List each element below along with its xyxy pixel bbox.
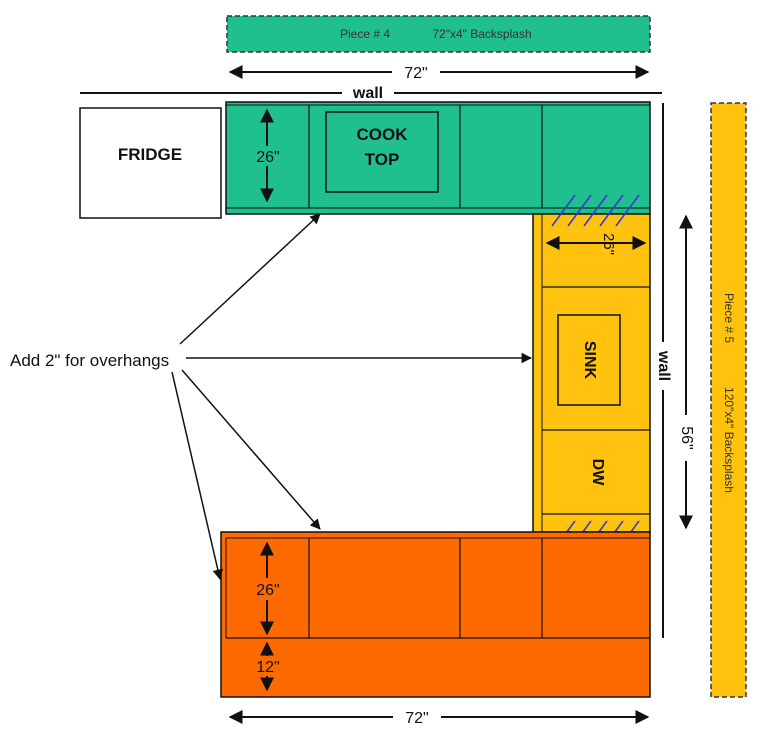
dimension-bottom-width: 72" <box>228 705 650 727</box>
overhang-callout: Add 2" for overhangs <box>10 213 533 581</box>
piece5-backsplash: Piece # 5 120"x4" Backsplash <box>710 102 747 698</box>
seam-hatch-top <box>551 194 640 227</box>
piece5-name: Piece # 5 <box>722 293 736 343</box>
dim-top-width-label: 72" <box>404 65 427 82</box>
dim-bottom-width-label: 72" <box>405 710 428 727</box>
fridge-label: FRIDGE <box>118 145 182 164</box>
wall-top-label: wall <box>352 85 383 102</box>
callout-label: Add 2" for overhangs <box>10 351 169 370</box>
bottom-counter: 26" 12" <box>220 531 651 698</box>
dim-overhang-label: 12" <box>256 659 279 676</box>
cooktop-label-line1: COOK <box>357 125 409 144</box>
dim-middle-depth-label: 26" <box>600 233 617 255</box>
dim-top-depth-label: 26" <box>256 149 279 166</box>
piece4-name: Piece # 4 <box>340 27 390 41</box>
dim-right-length-label: 56" <box>678 426 695 449</box>
dishwasher-label: DW <box>589 459 606 487</box>
sink <box>557 314 621 406</box>
dimension-top-width: 72" <box>228 60 650 82</box>
cooktop <box>325 111 439 193</box>
dimension-right-length: 56" <box>676 214 696 530</box>
piece5-size: 120"x4" Backsplash <box>722 387 736 493</box>
sink-label: SINK <box>581 341 598 380</box>
wall-top: wall <box>80 82 662 102</box>
piece4-backsplash: Piece # 4 72"x4" Backsplash <box>226 15 651 53</box>
dim-bottom-depth-label: 26" <box>256 582 279 599</box>
wall-right-label: wall <box>655 350 672 381</box>
top-counter: COOK TOP 26" <box>225 101 651 215</box>
piece4-size: 72"x4" Backsplash <box>432 27 531 41</box>
fridge: FRIDGE <box>79 107 222 219</box>
wall-right: wall <box>654 103 674 638</box>
right-counter: 26" SINK DW <box>532 213 651 533</box>
cooktop-label-line2: TOP <box>365 150 400 169</box>
